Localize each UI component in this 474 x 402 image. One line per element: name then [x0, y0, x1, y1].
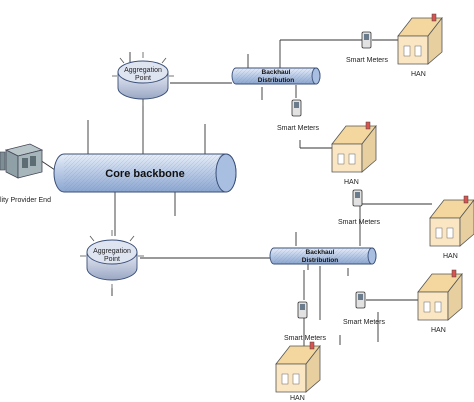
smart-meter-label-3: Smart Meters	[338, 219, 381, 226]
backhaul-bottom-label-1: Backhaul	[306, 249, 335, 256]
smart-meter-icon	[355, 291, 366, 309]
backhaul-distribution-bottom: Backhaul Distribution	[269, 247, 377, 265]
smart-meter-icon	[297, 301, 308, 319]
han-house-icon	[275, 341, 321, 393]
han-house-icon	[397, 13, 443, 65]
smart-meter-icon	[291, 99, 302, 117]
aggregation-point-top: Aggregation Point	[112, 52, 174, 106]
han-label-2: HAN	[344, 179, 359, 186]
smart-meter-label-1: Smart Meters	[346, 57, 389, 64]
smart-meter-label-5: Smart Meters	[284, 335, 327, 342]
smart-meter-label-4: Smart Meters	[343, 319, 386, 326]
aggregation-bottom-label-2: Point	[104, 256, 120, 263]
backhaul-top-label-2: Distribution	[258, 77, 294, 84]
smart-meter-label-2: Smart Meters	[277, 125, 320, 132]
han-house-icon	[429, 195, 474, 247]
aggregation-top-label-1: Aggregation	[124, 67, 162, 74]
aggregation-point-bottom: Aggregation Point	[80, 230, 144, 289]
smart-meter-icon	[361, 31, 372, 49]
utility-provider-label: lity Provider End	[0, 197, 51, 204]
han-label-1: HAN	[411, 71, 426, 78]
han-house-icon	[417, 269, 463, 321]
han-label-3: HAN	[443, 253, 458, 260]
connection-lines	[39, 39, 432, 350]
aggregation-top-label-2: Point	[135, 75, 151, 82]
smart-meter-icon	[352, 189, 363, 207]
han-label-4: HAN	[431, 327, 446, 334]
core-backbone: Core backbone	[53, 153, 237, 193]
backhaul-bottom-label-2: Distribution	[302, 257, 338, 264]
han-label-5: HAN	[290, 395, 305, 402]
han-house-icon	[331, 121, 377, 173]
backhaul-top-label-1: Backhaul	[262, 69, 291, 76]
core-backbone-label: Core backbone	[105, 168, 184, 180]
utility-server-icon	[0, 143, 44, 179]
aggregation-bottom-label-1: Aggregation	[93, 248, 131, 255]
backhaul-distribution-top: Backhaul Distribution	[231, 67, 321, 85]
